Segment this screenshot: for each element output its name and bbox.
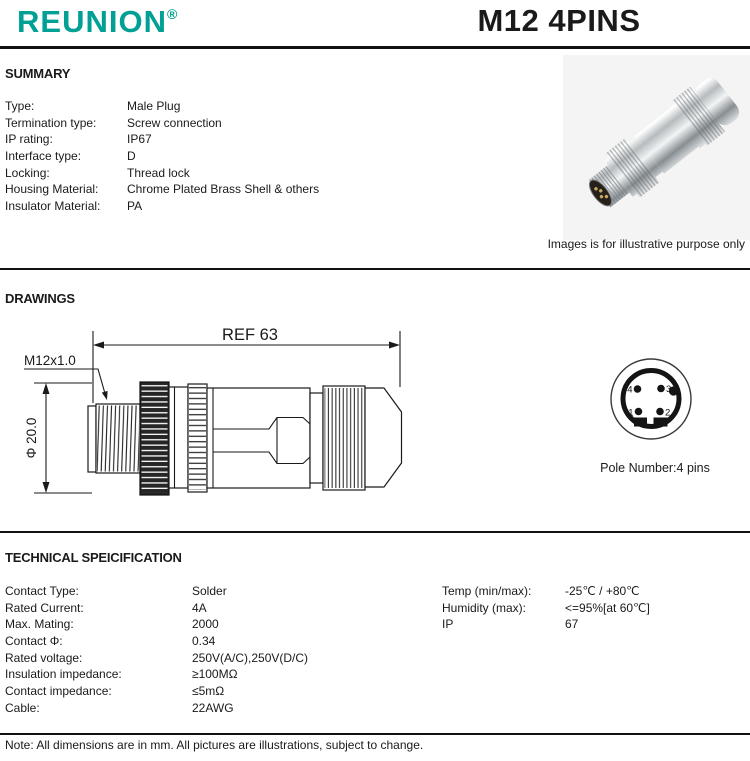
tech-row: Temp (min/max): -25℃ / +80℃ [442,583,650,600]
thread-hatching [97,405,139,472]
tech-key: Max. Mating: [5,617,74,632]
tech-row: Contact impedance: ≤5mΩ [5,683,308,700]
tech-key: Cable: [5,700,40,715]
tech-value: Solder [192,584,227,598]
page-title: M12 4PINS [477,3,641,38]
end-cap [364,387,403,488]
dimension-ref63: REF 63 [92,326,401,403]
tech-row: Max. Mating: 2000 [5,616,308,633]
drawings-section-title: DRAWINGS [5,291,75,306]
tech-section-title: TECHNICAL SPEICIFICATION [5,550,182,565]
summary-key: Type: [5,99,35,113]
pin-label-4: 4 [627,385,632,396]
summary-key: IP rating: [5,132,53,147]
pin-label-2: 2 [665,408,670,419]
connector-body-illustration [588,77,740,208]
tech-row: Rated voltage: 250V(A/C),250V(D/C) [5,650,308,667]
dim-label-m12: M12x1.0 [24,353,76,368]
footer-divider [0,733,750,735]
summary-key: Insulator Material: [5,199,101,214]
summary-row: Interface type: D [5,148,319,165]
pin-label-3: 3 [666,384,671,395]
tech-row: Contact Type: Solder [5,583,308,600]
technical-drawing-side-view: REF 63 M12x1.0 Φ 20.0 [24,326,403,496]
pin-1 [634,407,643,416]
tech-value: 250V(A/C),250V(D/C) [192,650,309,665]
summary-table: Type: Male Plug Termination type: Screw co… [5,98,319,215]
pin-face-diagram: 4 3 1 2 [610,358,692,440]
tech-row: Rated Current: 4A [5,600,308,617]
connector-side-view [87,381,403,496]
summary-row: Housing Material: Chrome Plated Brass She… [5,181,319,198]
summary-value: Chrome Plated Brass Shell & others [127,182,320,197]
tech-key: Contact impedance: [5,684,112,699]
tech-table-right: Temp (min/max): -25℃ / +80℃ Humidity (max… [442,583,650,633]
connector-pin-face [588,179,612,207]
coding-bump [668,386,679,396]
brand-logo: REUNION® [17,4,177,40]
tech-key: Insulation impedance: [5,667,122,682]
summary-key: Termination type: [5,115,97,130]
keyway-notch [634,417,647,427]
dim-label-diameter: Φ 20.0 [24,418,39,459]
section-divider [0,268,750,270]
summary-value: PA [127,199,143,214]
registered-trademark-icon: ® [166,5,178,22]
tech-key: Rated voltage: [5,650,83,665]
pin-4 [633,385,642,393]
tech-value: ≥100MΩ [192,667,238,682]
summary-value: Thread lock [127,165,190,180]
footer-note: Note: All dimensions are in mm. All pict… [5,738,424,752]
tech-value: <=95%[at 60℃] [565,600,650,615]
tech-key: IP [442,617,454,632]
main-body [206,387,311,489]
summary-key: Interface type: [5,149,82,164]
tech-value: 22AWG [192,700,234,715]
tech-value: 2000 [192,617,219,632]
tech-row: Contact Φ: 0.34 [5,633,308,650]
dimension-diameter: Φ 20.0 [24,382,92,494]
summary-value: Male Plug [127,99,181,113]
summary-row: Insulator Material: PA [5,198,319,215]
tech-value: 0.34 [192,634,216,649]
tech-value: 4A [192,600,207,615]
summary-key: Housing Material: [5,182,99,197]
summary-value: Screw connection [127,115,222,130]
tech-value: 67 [565,617,579,632]
pin-2 [656,407,664,416]
summary-row: Locking: Thread lock [5,165,319,182]
summary-section-title: SUMMARY [5,66,71,81]
summary-value: D [127,149,136,164]
pin-3 [657,384,665,393]
tech-row: Cable: 22AWG [5,700,308,717]
keyway-notch [653,417,668,427]
tech-key: Temp (min/max): [442,584,532,598]
tech-key: Contact Φ: [5,634,63,649]
summary-row: IP rating: IP67 [5,131,319,148]
tech-key: Rated Current: [5,600,84,615]
summary-row: Termination type: Screw connection [5,115,319,132]
brand-logo-text: REUNION [17,4,167,39]
photo-caption: Images is for illustrative purpose only [547,237,745,251]
summary-row: Type: Male Plug [5,98,319,115]
tech-key: Contact Type: [5,584,79,598]
tech-row: IP 67 [442,616,650,633]
tech-table-left: Contact Type: Solder Rated Current: 4A Max… [5,583,308,717]
pole-number-caption: Pole Number:4 pins [600,461,710,475]
dimension-m12-thread: M12x1.0 [24,353,108,400]
product-photo-connector [563,55,750,240]
section-divider [0,531,750,533]
tech-value: -25℃ / +80℃ [565,584,640,598]
tech-row: Insulation impedance: ≥100MΩ [5,666,308,683]
tech-key: Humidity (max): [442,600,527,615]
pin-label-1: 1 [628,408,633,419]
header-divider [0,46,750,49]
tech-value: ≤5mΩ [192,684,225,699]
dim-label-ref63: REF 63 [222,326,278,344]
tech-row: Humidity (max): <=95%[at 60℃] [442,600,650,617]
summary-value: IP67 [127,132,152,147]
summary-key: Locking: [5,165,50,180]
